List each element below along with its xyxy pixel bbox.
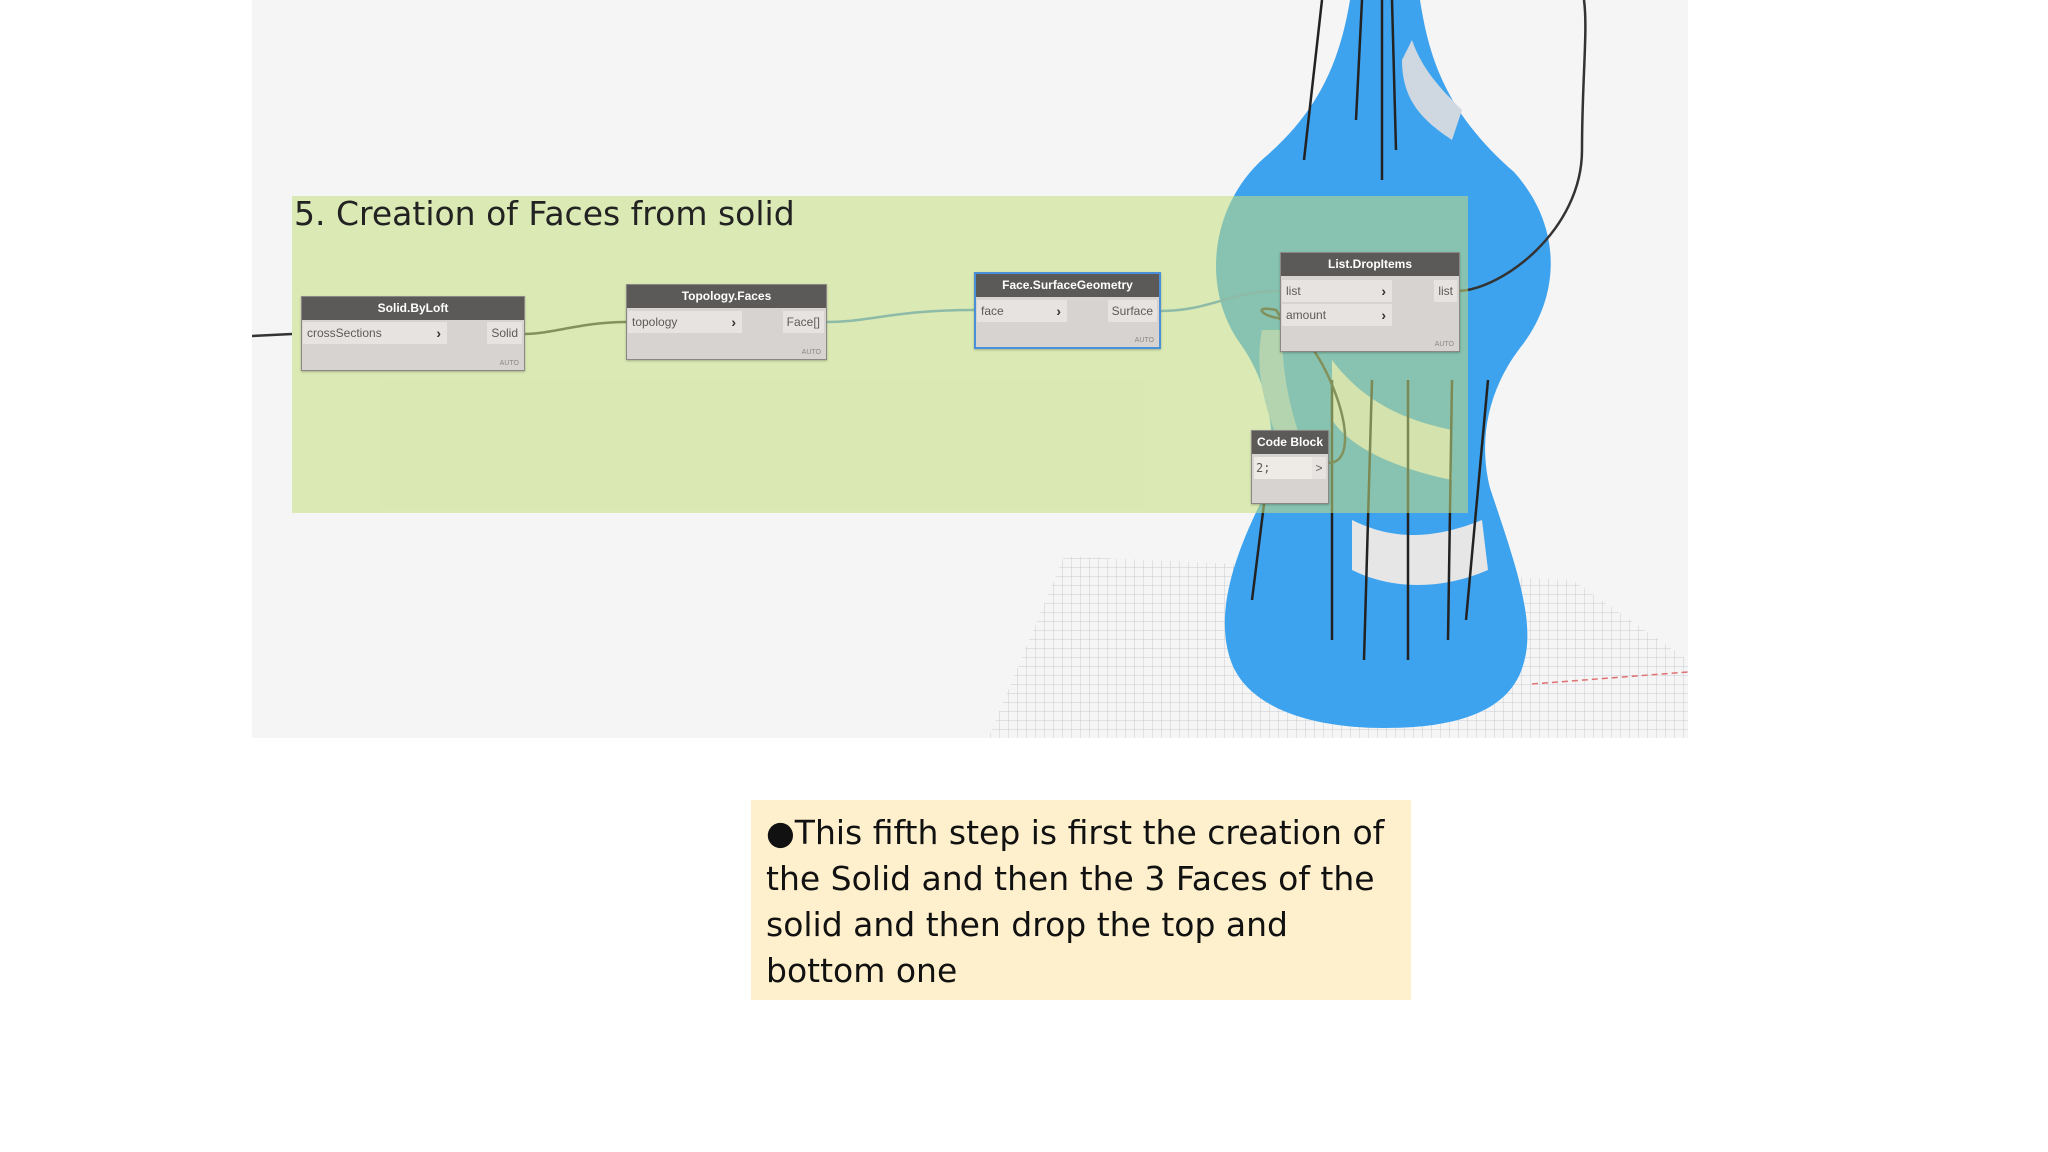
chevron-right-icon: › [436,325,441,341]
port-label: topology [632,315,678,329]
port-label: Surface [1111,304,1153,318]
chevron-right-icon: › [1381,307,1386,323]
input-port-crosssections[interactable]: crossSections › [303,322,447,344]
description-note: ●This fifth step is first the creation o… [751,800,1411,1000]
node-code-block[interactable]: Code Block 2; > [1251,430,1329,504]
node-title: List.DropItems [1281,253,1459,276]
port-label: > [1315,461,1323,475]
lacing-indicator: AUTO [1134,337,1154,344]
port-label: Face[] [786,315,820,329]
port-label: face [981,304,1004,318]
node-face-surfacegeometry[interactable]: Face.SurfaceGeometry face › Surface AUTO [974,272,1161,349]
node-title: Code Block [1252,431,1328,454]
port-label: list [1438,284,1453,298]
input-port-face[interactable]: face › [977,300,1067,322]
wire [1457,0,1587,293]
bottle-highlight [1352,520,1488,585]
output-port-surface[interactable]: Surface [1107,300,1157,322]
axis-line [1531,671,1688,685]
port-label: amount [1286,308,1327,322]
port-label: list [1286,284,1301,298]
node-topology-faces[interactable]: Topology.Faces topology › Face[] AUTO [626,284,827,360]
wire [252,332,293,338]
group-title: 5. Creation of Faces from solid [294,194,795,233]
output-port-solid[interactable]: Solid [487,322,522,344]
output-port-list[interactable]: list [1434,280,1457,302]
port-label: crossSections [307,326,382,340]
lacing-indicator: AUTO [801,349,821,356]
chevron-right-icon: › [1056,303,1061,319]
output-port-faces[interactable]: Face[] [782,311,824,333]
chevron-right-icon: › [1381,283,1386,299]
note-text: ●This fifth step is first the creation o… [766,813,1385,990]
code-input[interactable]: 2; [1254,457,1312,479]
output-port-code[interactable]: > [1312,457,1326,479]
input-port-list[interactable]: list › [1282,280,1392,302]
code-text: 2; [1256,461,1271,475]
chevron-right-icon: › [731,314,736,330]
lacing-indicator: AUTO [499,360,519,367]
bottle-highlight [1402,40,1462,140]
dynamo-canvas[interactable]: 5. Creation of Faces from solid Solid.By… [252,0,1688,738]
node-list-dropitems[interactable]: List.DropItems list › amount › list AUTO [1280,252,1460,352]
node-title: Solid.ByLoft [302,297,524,320]
port-label: Solid [491,326,518,340]
lacing-indicator: AUTO [1434,341,1454,348]
node-title: Face.SurfaceGeometry [976,274,1159,297]
input-port-amount[interactable]: amount › [1282,304,1392,326]
node-solid-byloft[interactable]: Solid.ByLoft crossSections › Solid AUTO [301,296,525,371]
input-port-topology[interactable]: topology › [628,311,742,333]
node-title: Topology.Faces [627,285,826,308]
